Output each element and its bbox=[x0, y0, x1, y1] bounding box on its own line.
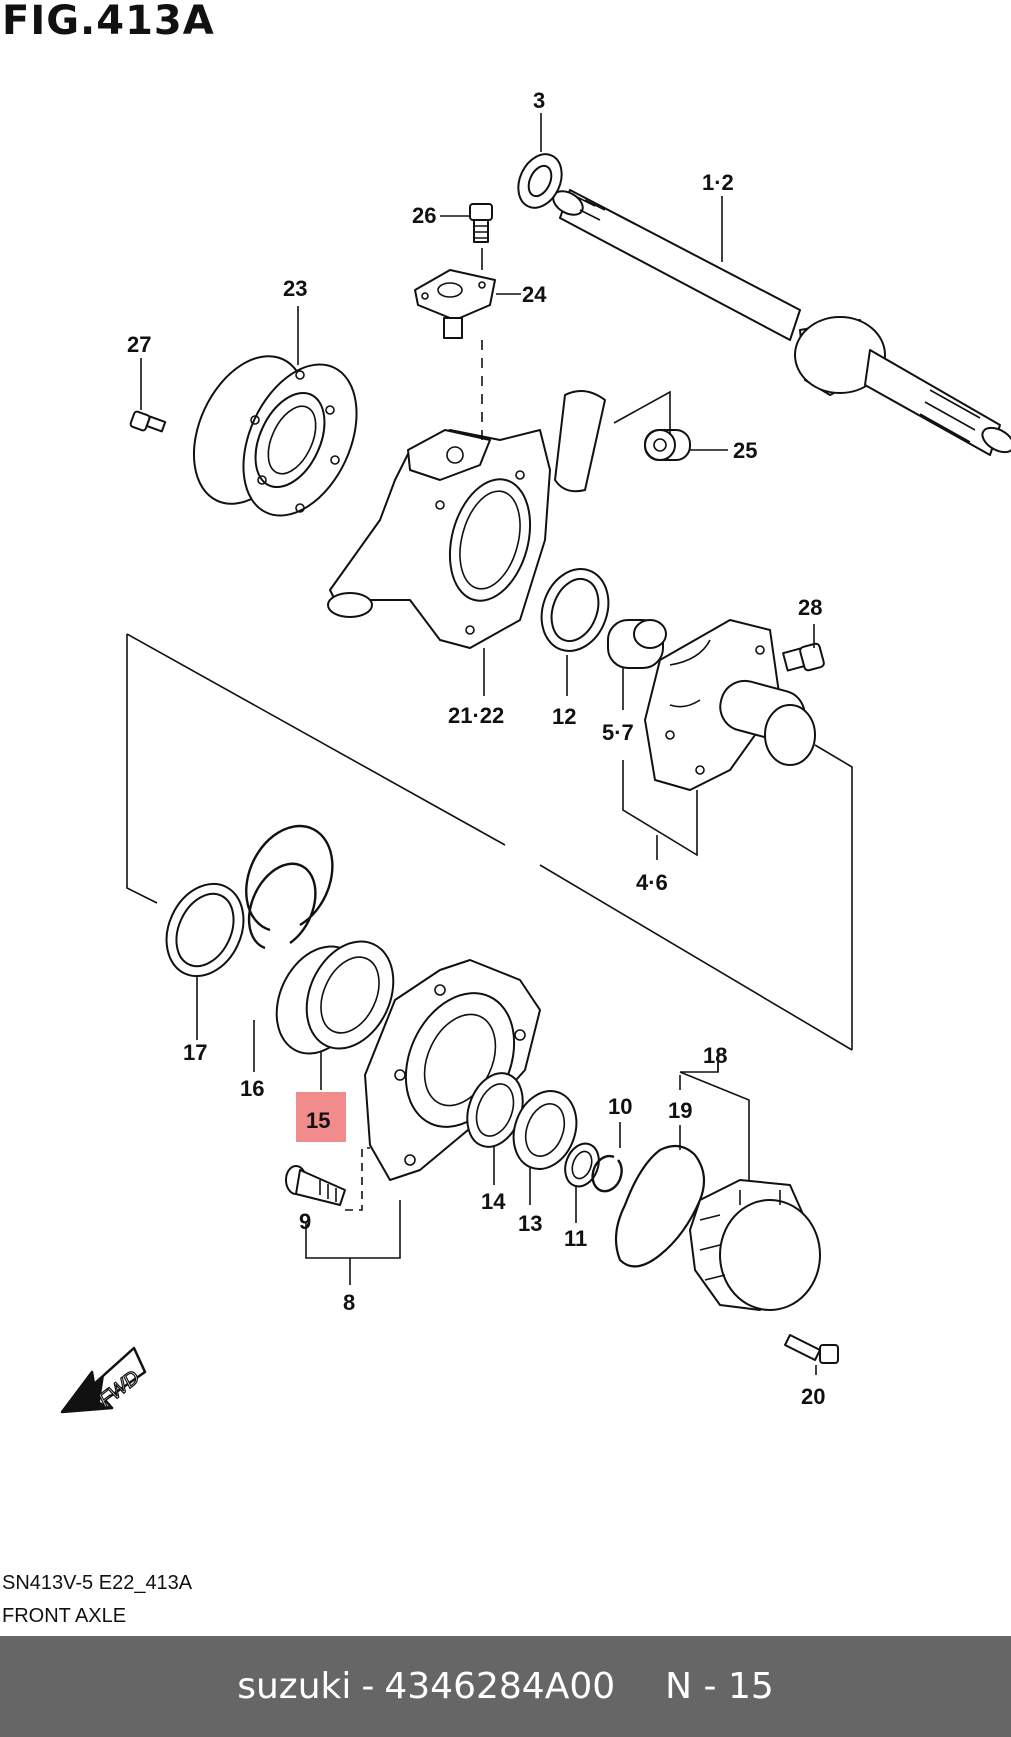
snap-ring-16-part[interactable] bbox=[245, 824, 334, 950]
label-15[interactable]: 15 bbox=[306, 1108, 330, 1133]
label-24[interactable]: 24 bbox=[522, 282, 547, 307]
label-28[interactable]: 28 bbox=[798, 595, 822, 620]
gasket-19-part[interactable] bbox=[614, 1144, 706, 1268]
label-16[interactable]: 16 bbox=[240, 1076, 264, 1101]
label-13[interactable]: 13 bbox=[518, 1211, 542, 1236]
plate-24-part[interactable] bbox=[414, 269, 496, 339]
wheel-stud-9-part[interactable] bbox=[285, 1165, 346, 1206]
bushing-25-part[interactable] bbox=[644, 429, 691, 461]
label-19[interactable]: 19 bbox=[668, 1098, 692, 1123]
label-3[interactable]: 3 bbox=[533, 88, 545, 113]
footer-separator: - bbox=[361, 1666, 375, 1707]
part-15-highlight bbox=[296, 1092, 346, 1142]
label-17[interactable]: 17 bbox=[183, 1040, 207, 1065]
label-20[interactable]: 20 bbox=[801, 1384, 825, 1409]
spacer-11-part[interactable] bbox=[559, 1139, 604, 1191]
label-14[interactable]: 14 bbox=[481, 1189, 506, 1214]
footer-part-number: 4346284A00 bbox=[384, 1666, 616, 1707]
label-8[interactable]: 8 bbox=[343, 1290, 355, 1315]
fwd-arrow-icon: FWD bbox=[60, 1346, 147, 1414]
label-26[interactable]: 26 bbox=[412, 203, 436, 228]
bolt-20-part[interactable] bbox=[784, 1334, 839, 1364]
oil-seal-17-part[interactable] bbox=[152, 871, 258, 988]
hub-flange-23-part[interactable] bbox=[172, 338, 379, 533]
label-18[interactable]: 18 bbox=[703, 1043, 727, 1068]
steering-knuckle-part[interactable] bbox=[327, 390, 606, 649]
drive-shaft-part[interactable] bbox=[549, 186, 1011, 457]
bearing-15-part[interactable] bbox=[260, 927, 410, 1067]
label-1-2[interactable]: 1·2 bbox=[702, 170, 734, 195]
bolt-28-part[interactable] bbox=[782, 642, 825, 672]
part-labels: 3 1·2 26 24 23 27 25 28 21·22 12 5·7 4·6… bbox=[127, 88, 825, 1409]
label-27[interactable]: 27 bbox=[127, 332, 151, 357]
label-5-7[interactable]: 5·7 bbox=[602, 720, 634, 745]
bearing-13-part[interactable] bbox=[503, 1082, 587, 1178]
locking-hub-18-part[interactable] bbox=[689, 1179, 821, 1311]
bolt-26-part[interactable] bbox=[469, 203, 493, 243]
diagram-code: SN413V-5 E22_413A bbox=[2, 1572, 193, 1594]
exploded-parts-diagram: 3 1·2 26 24 23 27 25 28 21·22 12 5·7 4·6… bbox=[60, 88, 1011, 1414]
label-4-6[interactable]: 4·6 bbox=[636, 870, 668, 895]
snap-ring-10-part[interactable] bbox=[591, 1154, 623, 1193]
label-9[interactable]: 9 bbox=[299, 1209, 311, 1234]
leader-lines bbox=[126, 113, 853, 1375]
footer-brand: suzuki bbox=[237, 1666, 352, 1707]
bolt-27-part[interactable] bbox=[129, 410, 167, 433]
figure-title: FIG.413A bbox=[2, 0, 215, 44]
spindle-4-6-part[interactable] bbox=[644, 619, 816, 791]
label-23[interactable]: 23 bbox=[283, 276, 307, 301]
oil-seal-12-part[interactable] bbox=[531, 560, 620, 661]
footer-bar: suzuki - 4346284A00 N - 15 bbox=[0, 1636, 1011, 1737]
label-21-22[interactable]: 21·22 bbox=[448, 703, 504, 728]
oil-seal-3-part[interactable] bbox=[510, 147, 570, 215]
footer-page: N - 15 bbox=[665, 1666, 774, 1707]
label-11[interactable]: 11 bbox=[564, 1226, 587, 1251]
diagram-caption: FRONT AXLE bbox=[2, 1605, 127, 1627]
label-10[interactable]: 10 bbox=[608, 1094, 632, 1119]
bearing-5-7-part[interactable] bbox=[607, 619, 667, 669]
label-12[interactable]: 12 bbox=[552, 704, 576, 729]
label-25[interactable]: 25 bbox=[733, 438, 757, 463]
